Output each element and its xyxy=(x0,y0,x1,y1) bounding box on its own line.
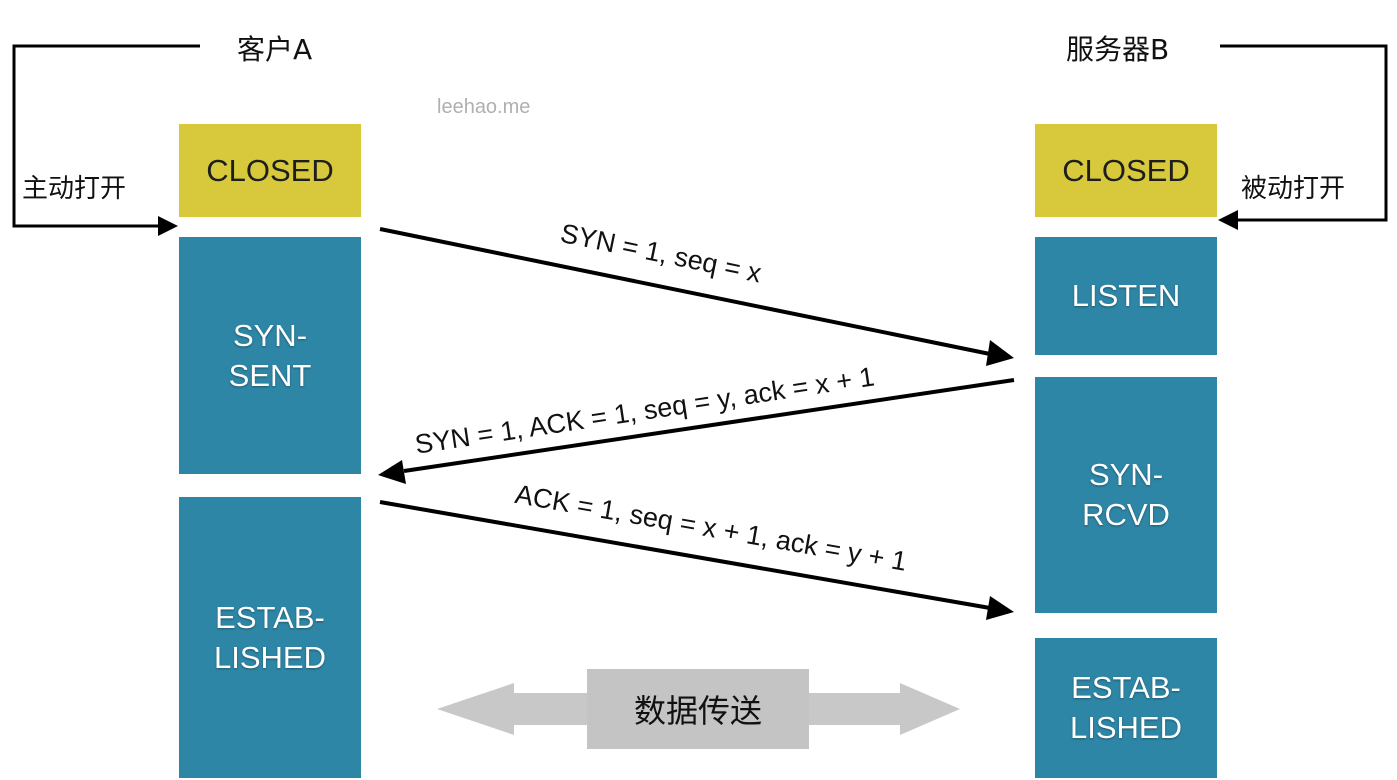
client-state-syn-sent: SYN- SENT xyxy=(179,237,361,474)
syn-arrow xyxy=(379,227,991,356)
data-transfer-box xyxy=(587,669,809,749)
server-passive-open-label: 被动打开 xyxy=(1241,174,1346,204)
ack-arrowhead xyxy=(986,596,1014,620)
ack-arrow xyxy=(379,500,991,610)
server-title: 服务器B xyxy=(1066,33,1170,66)
watermark: leehao.me xyxy=(437,96,531,118)
client-open-bracket xyxy=(12,44,200,228)
syn-ack-arrow xyxy=(403,378,1015,473)
server-open-bracket xyxy=(1220,44,1388,222)
client-active-open-label: 主动打开 xyxy=(22,174,127,204)
server-state-syn-rcvd: SYN- RCVD xyxy=(1035,377,1217,613)
server-open-arrowhead xyxy=(1218,210,1238,230)
server-state-closed: CLOSED xyxy=(1035,124,1217,217)
client-state-closed: CLOSED xyxy=(179,124,361,217)
syn-ack-arrowhead xyxy=(378,460,406,484)
client-title: 客户A xyxy=(237,33,313,66)
server-state-listen: LISTEN xyxy=(1035,237,1217,355)
syn-arrowhead xyxy=(986,340,1014,366)
client-state-established: ESTAB- LISHED xyxy=(179,497,361,778)
client-open-arrowhead xyxy=(158,216,178,236)
server-state-established: ESTAB- LISHED xyxy=(1035,638,1217,778)
data-transfer-label: 数据传送 xyxy=(633,692,762,730)
